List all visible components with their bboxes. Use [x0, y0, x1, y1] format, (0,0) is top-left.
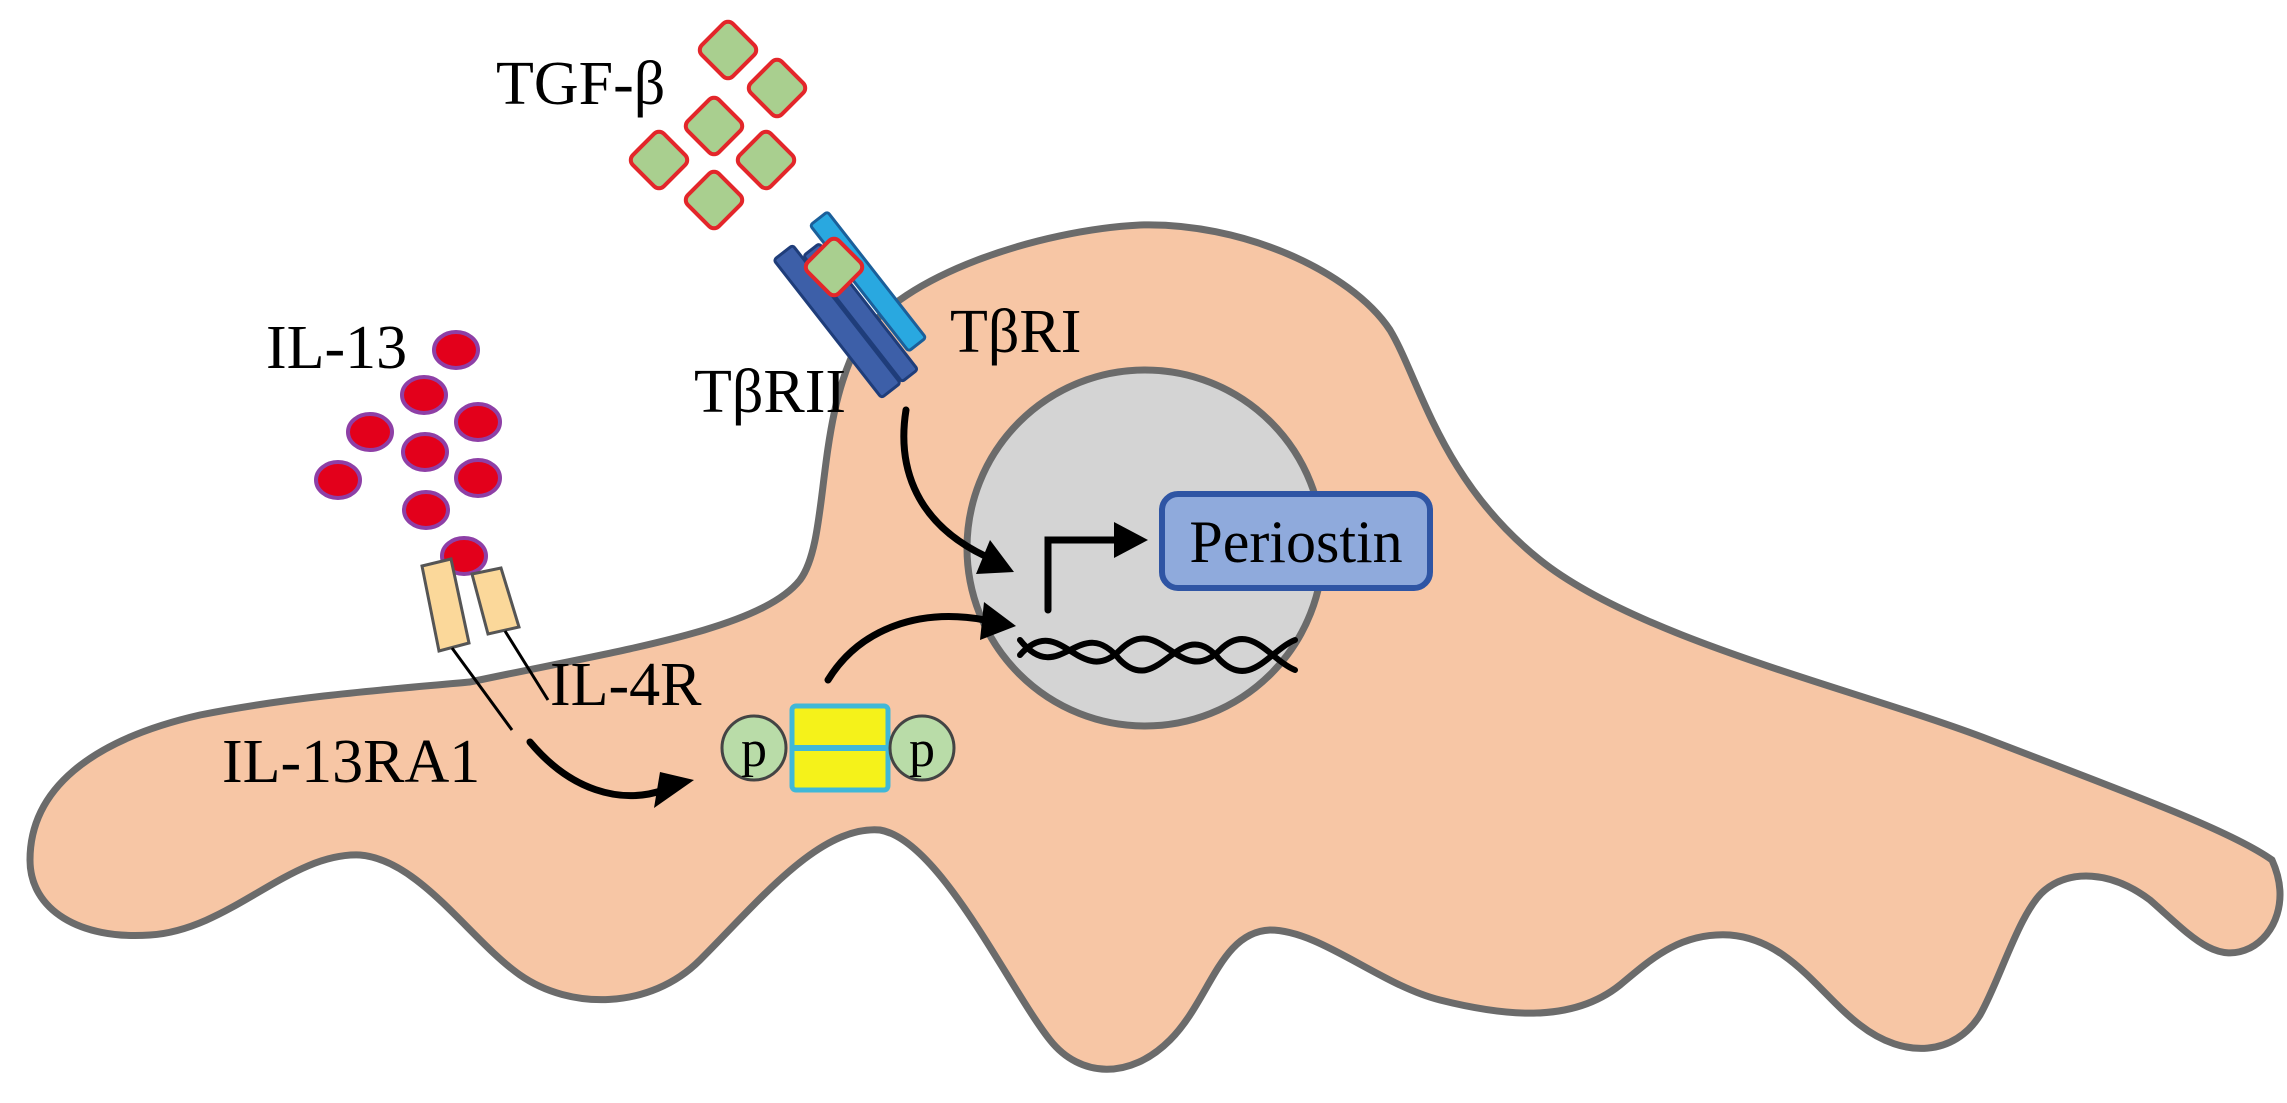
tbrii-label: TβRII [694, 358, 846, 426]
tgf-beta-ligand [697, 19, 759, 81]
tbri-label: TβRI [950, 298, 1081, 366]
il13-ligand [454, 458, 502, 498]
tgf-beta-bound-ligand [803, 236, 865, 298]
il13-ligand [400, 375, 448, 415]
il13-ligand [402, 490, 450, 530]
periostin-label: Periostin [1189, 509, 1402, 575]
il13ra1-receptor [420, 557, 471, 653]
tgf-beta-ligand [683, 95, 745, 157]
arrowhead [1114, 522, 1148, 558]
il13-ligand [401, 432, 449, 472]
tgf-beta-ligand [746, 57, 808, 119]
il13-ligand [432, 330, 480, 370]
stat-to-nucleus-arrow [824, 613, 989, 684]
dna-strand [1017, 637, 1298, 674]
tgf-beta-label: TGF-β [496, 50, 665, 118]
phosphate-label: p [909, 721, 935, 778]
il13-ligands [314, 330, 502, 576]
arrowhead [980, 602, 1016, 640]
periostin-box [1159, 491, 1433, 591]
phosphate-group [888, 714, 956, 782]
phospho-stat-dimer: p p [720, 703, 956, 793]
il4r-transmembrane [503, 630, 550, 701]
arrowhead [654, 772, 694, 808]
tgf-beta-ligand [628, 129, 690, 191]
il13ra1-transmembrane [450, 647, 514, 731]
il13-receptor-complex [420, 557, 550, 731]
il13-to-stat-arrow [526, 738, 668, 800]
il4r-receptor [470, 566, 521, 636]
tgf-beta-ligands [628, 19, 808, 231]
il13-ligand [314, 460, 362, 500]
arrowheads [654, 522, 1148, 808]
il13-ligand [454, 402, 502, 442]
il4r-label: IL-4R [550, 651, 702, 719]
il13-ligand [346, 412, 394, 452]
arrowhead [976, 540, 1014, 574]
phosphate-group [720, 714, 788, 782]
dna-strand [1017, 635, 1298, 673]
tbrii-receptor [773, 244, 901, 399]
tgf-beta-ligand [683, 169, 745, 231]
transcription-start-arrow [1044, 536, 1122, 614]
dna-double-helix [1017, 635, 1298, 674]
il13ra1-label: IL-13RA1 [222, 728, 480, 796]
phosphate-label: p [741, 721, 767, 778]
signaling-arrows [526, 406, 1122, 800]
il13-label: IL-13 [266, 314, 407, 382]
tgf-to-nucleus-arrow [900, 406, 989, 560]
tgf-beta-ligand [735, 129, 797, 191]
